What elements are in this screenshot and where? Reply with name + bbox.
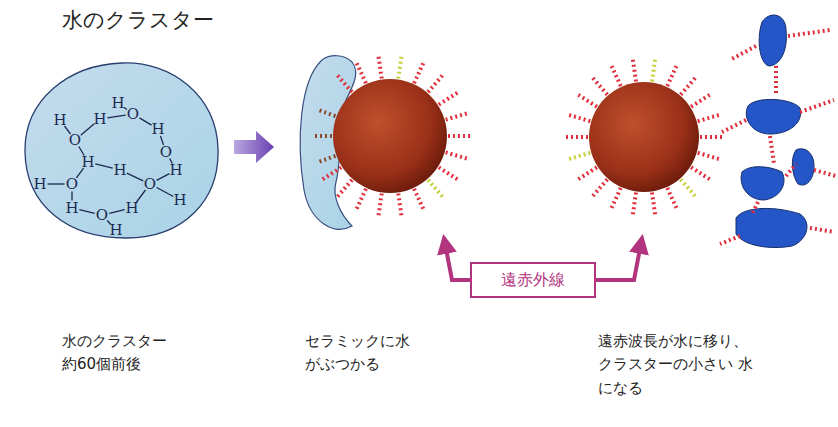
spike	[398, 193, 402, 218]
spike	[439, 167, 460, 181]
atom-symbol: O	[160, 145, 172, 160]
atom-symbol: H	[65, 201, 78, 216]
spike	[378, 193, 382, 218]
spike	[566, 153, 590, 160]
spike	[700, 135, 725, 139]
atom-symbol: H	[81, 155, 94, 170]
atom-symbol: O	[127, 107, 139, 122]
atom-symbol: H	[169, 163, 182, 178]
atom-symbol: H	[53, 113, 66, 128]
spike	[576, 93, 597, 107]
atom-symbol: H	[151, 122, 164, 137]
spike	[428, 180, 444, 199]
bond-line	[157, 174, 170, 181]
spike	[632, 57, 636, 82]
spike	[320, 167, 341, 181]
atom-symbol: H	[93, 112, 106, 127]
caption: 遠赤波長が水に移り、 クラスターの小さい 水になる	[598, 330, 754, 400]
spike	[667, 63, 677, 86]
spike	[314, 134, 332, 138]
spike	[563, 135, 588, 139]
atom-symbol: H	[33, 177, 46, 192]
spike	[356, 61, 366, 84]
caption: セラミックに水 がぶつかる	[305, 330, 416, 377]
spike	[566, 114, 590, 121]
spike	[448, 134, 473, 138]
atom-symbol: O	[66, 177, 78, 192]
spike	[698, 114, 722, 121]
spike	[691, 93, 712, 107]
spike	[610, 188, 620, 211]
spike	[591, 179, 607, 198]
callout-arrow	[596, 238, 642, 280]
bond-line	[139, 118, 151, 125]
title: 水のクラスター	[62, 6, 214, 34]
bond-line	[157, 188, 174, 197]
spike	[428, 73, 444, 92]
atom-symbol: O	[69, 133, 81, 148]
caption: 水のクラスター 約60個前後	[62, 330, 173, 377]
ceramic-ball	[589, 82, 699, 192]
bond-line	[127, 173, 143, 181]
bond-line	[79, 210, 94, 214]
callout-arrow	[444, 238, 470, 280]
spike	[319, 156, 336, 162]
small-clusters	[736, 15, 814, 247]
atom-symbol: H	[109, 223, 122, 238]
spike	[652, 57, 656, 82]
atom-symbol: O	[96, 208, 108, 223]
cluster-outline	[22, 60, 220, 240]
spike	[691, 167, 712, 181]
spike	[414, 189, 424, 212]
spike	[336, 180, 352, 199]
transition-arrow	[234, 131, 274, 163]
spike	[591, 76, 607, 95]
bond-line	[109, 210, 124, 214]
spike	[439, 91, 460, 105]
spike	[398, 54, 402, 79]
spike	[356, 189, 366, 212]
atom-symbol: H	[113, 163, 126, 178]
spike	[610, 63, 620, 86]
spike	[319, 110, 336, 116]
hydrogen-bonds	[720, 30, 836, 244]
bond-line	[71, 192, 72, 201]
spike	[652, 192, 656, 217]
spike	[336, 73, 352, 92]
ceramic-spikes	[563, 57, 725, 217]
spike	[414, 61, 424, 84]
bond-line	[81, 124, 95, 135]
atom-symbol: O	[144, 177, 156, 192]
cluster-shape	[25, 63, 218, 238]
spike	[632, 192, 636, 217]
atom-symbol: H	[173, 193, 186, 208]
spike	[576, 167, 597, 181]
water-cluster: HHHOHOOHHHOOHHHOHH	[22, 60, 220, 240]
atom-symbol: H	[111, 96, 124, 111]
spike	[681, 76, 697, 95]
spike	[698, 153, 722, 160]
spike	[446, 113, 470, 120]
ceramic-spikes	[314, 54, 473, 218]
spike	[681, 179, 697, 198]
bond-line	[48, 183, 65, 184]
bond-line	[107, 115, 125, 118]
spike	[667, 188, 677, 211]
atom-symbol: H	[125, 201, 138, 216]
spike	[378, 54, 382, 79]
bond-line	[95, 164, 112, 168]
spike	[446, 152, 470, 159]
callout-box: 遠赤外線	[470, 262, 596, 298]
callout-text: 遠赤外線	[501, 264, 565, 296]
ceramic-ball	[333, 79, 447, 193]
